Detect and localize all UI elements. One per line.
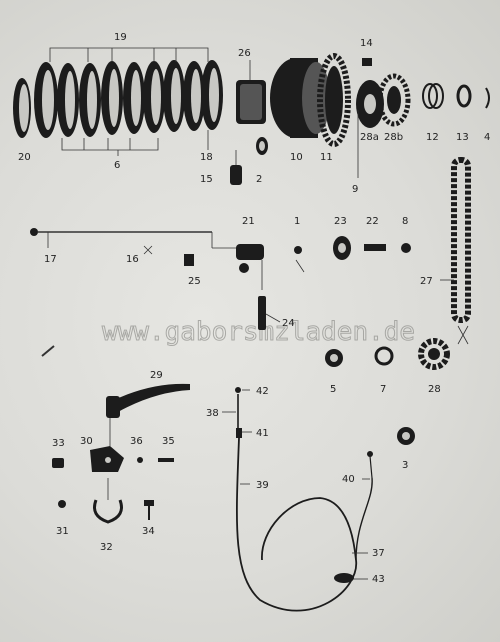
part-7 <box>374 346 394 366</box>
label-6: 6 <box>114 160 120 171</box>
label-35: 35 <box>162 436 175 447</box>
label-3: 3 <box>402 460 408 471</box>
label-11: 11 <box>320 152 333 163</box>
label-43: 43 <box>372 574 385 585</box>
label-28a: 28a <box>360 132 379 143</box>
part-14 <box>362 58 372 66</box>
label-29: 29 <box>150 370 163 381</box>
part-1 <box>294 246 302 254</box>
label-14: 14 <box>360 38 373 49</box>
label-40: 40 <box>342 474 355 485</box>
sprocket-28a <box>356 80 384 128</box>
label-34: 34 <box>142 526 155 537</box>
label-38: 38 <box>206 408 219 419</box>
spring-24 <box>258 260 266 330</box>
label-9: 9 <box>352 184 358 195</box>
label-30: 30 <box>80 436 93 447</box>
label-13: 13 <box>456 132 469 143</box>
label-19: 19 <box>114 32 127 43</box>
clip-4 <box>485 87 490 109</box>
label-28: 28 <box>428 384 441 395</box>
label-4: 4 <box>484 132 490 143</box>
clutch-end-cap <box>13 78 31 138</box>
clamp-32 <box>93 478 123 524</box>
part-2 <box>256 137 268 155</box>
part-23 <box>333 236 351 260</box>
part-33 <box>52 458 64 468</box>
spring-15 <box>230 150 242 185</box>
label-26: 26 <box>238 48 251 59</box>
part-36 <box>137 457 143 463</box>
label-8: 8 <box>402 216 408 227</box>
label-32: 32 <box>100 542 113 553</box>
label-18: 18 <box>200 152 213 163</box>
label-21: 21 <box>242 216 255 227</box>
clutch-hand-lever <box>106 383 190 418</box>
label-31: 31 <box>56 526 69 537</box>
label-42: 42 <box>256 386 269 397</box>
label-27: 27 <box>420 276 433 287</box>
label-1: 1 <box>294 216 300 227</box>
lever-bracket-30 <box>90 446 124 472</box>
ring-12 <box>422 83 444 109</box>
label-17: 17 <box>44 254 57 265</box>
label-16: 16 <box>126 254 139 265</box>
label-41: 41 <box>256 428 269 439</box>
part-31 <box>58 500 66 508</box>
label-5: 5 <box>330 384 336 395</box>
label-37: 37 <box>372 548 385 559</box>
label-25: 25 <box>188 276 201 287</box>
label-36: 36 <box>130 436 143 447</box>
clutch-hub <box>236 60 266 124</box>
label-2: 2 <box>256 174 262 185</box>
label-23: 23 <box>334 216 347 227</box>
primary-gear <box>317 53 351 147</box>
clutch-cable <box>235 387 373 612</box>
drive-chain <box>451 157 471 323</box>
label-20: 20 <box>18 152 31 163</box>
label-7: 7 <box>380 384 386 395</box>
clutch-rod-17-16 <box>30 228 238 255</box>
washer-3 <box>397 427 415 445</box>
label-12: 12 <box>426 132 439 143</box>
clutch-plate-stack <box>34 60 223 138</box>
clutch-lever-21 <box>236 244 264 273</box>
part-22 <box>364 244 386 251</box>
bolt-34 <box>144 500 154 520</box>
loose-pin <box>41 345 55 357</box>
part-35 <box>158 458 174 462</box>
label-22: 22 <box>366 216 379 227</box>
label-10: 10 <box>290 152 303 163</box>
part-25 <box>184 254 194 266</box>
label-33: 33 <box>52 438 65 449</box>
label-39: 39 <box>256 480 269 491</box>
label-15: 15 <box>200 174 213 185</box>
part-8 <box>401 243 411 253</box>
label-28b: 28b <box>384 132 403 143</box>
sprocket-28 <box>418 338 450 370</box>
part-5 <box>325 349 343 367</box>
label-24: 24 <box>282 318 295 329</box>
sprocket-28b <box>377 73 411 127</box>
ring-13 <box>456 84 472 108</box>
